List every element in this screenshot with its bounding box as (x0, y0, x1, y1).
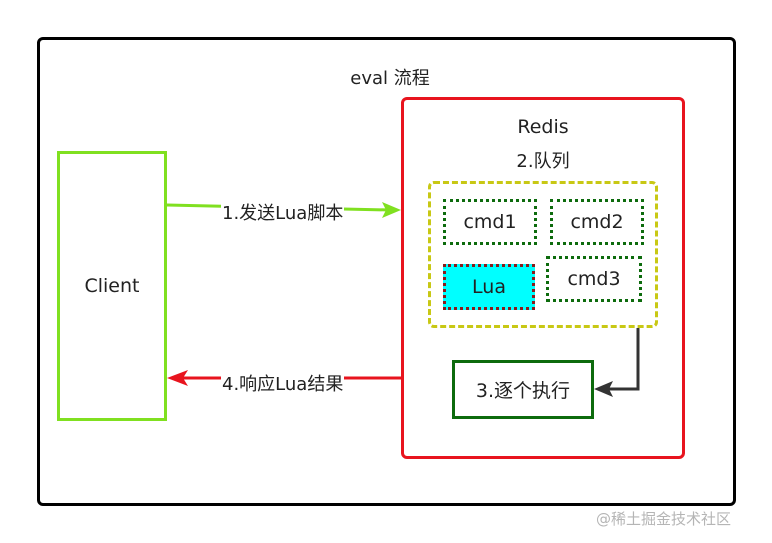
command-lua-label: Lua (472, 276, 506, 298)
execute-arrow (606, 328, 640, 391)
execute-box: 3.逐个执行 (452, 360, 594, 419)
command-cmd1: cmd1 (443, 199, 537, 245)
outer-frame (37, 37, 736, 506)
redis-label: Redis (517, 116, 569, 138)
response-arrowhead (167, 370, 188, 386)
client-box: Client (57, 151, 167, 421)
command-cmd2-label: cmd2 (570, 211, 624, 233)
diagram-title: eval 流程 (350, 68, 430, 89)
command-cmd1-label: cmd1 (463, 211, 517, 233)
client-label: Client (84, 275, 140, 297)
redis-container (401, 97, 685, 459)
watermark: @稀土掘金技术社区 (596, 510, 732, 528)
send-arrowhead (382, 202, 401, 218)
command-cmd3-label: cmd3 (567, 268, 621, 290)
send-edge-label: 1.发送Lua脚本 (221, 199, 345, 225)
queue-label: 2.队列 (516, 151, 570, 172)
queue-box (428, 181, 658, 328)
execute-label: 3.逐个执行 (475, 380, 571, 402)
execute-arrowhead (594, 381, 613, 397)
response-edge-label: 4.响应Lua结果 (221, 370, 345, 396)
command-cmd2: cmd2 (550, 199, 644, 245)
command-lua: Lua (443, 264, 535, 310)
command-cmd3: cmd3 (546, 256, 642, 302)
